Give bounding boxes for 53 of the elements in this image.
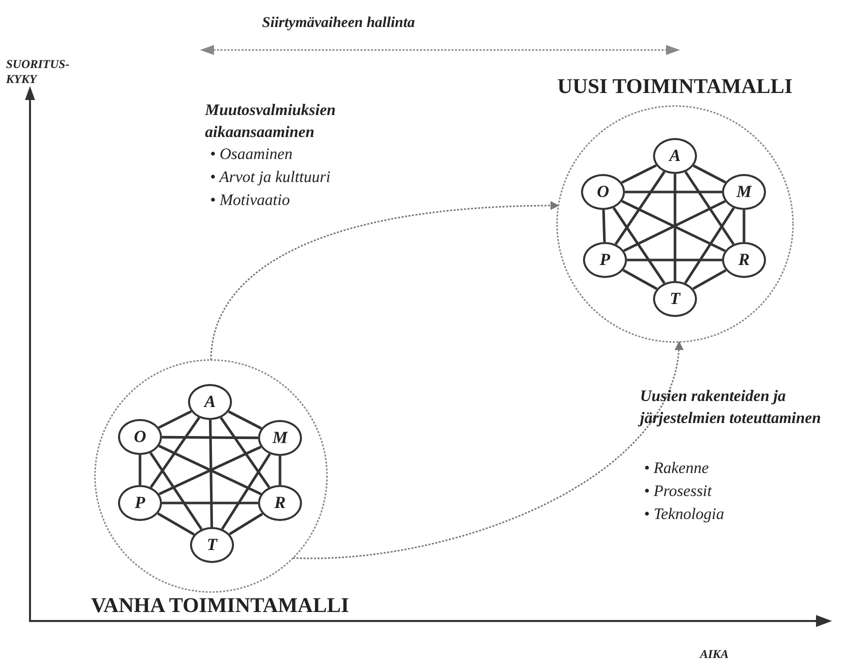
axis-label: AIKA	[700, 646, 729, 663]
connector-line	[208, 420, 214, 528]
connector-line	[612, 207, 666, 284]
letter-circle: A	[188, 384, 232, 420]
model-heading: UUSI TOIMINTAMALLI	[556, 74, 794, 99]
connector-line	[278, 456, 282, 485]
bullet-item: • Prosessit	[644, 482, 712, 502]
connector-line	[692, 269, 727, 290]
letter-circle: T	[653, 281, 697, 317]
connector-line	[221, 453, 271, 530]
axis-label: SUORITUS- KYKY	[6, 57, 70, 87]
connector-line	[742, 210, 746, 242]
bullet-item: • Teknologia	[644, 505, 724, 525]
letter-circle: R	[722, 242, 766, 278]
connector-line	[158, 410, 192, 429]
connector-line	[149, 452, 203, 530]
letter-circle: A	[653, 138, 697, 174]
section-heading: Uusien rakenteiden ja järjestelmien toteuttaminen	[640, 387, 822, 429]
connector-line	[622, 269, 658, 290]
letter-circle: P	[118, 485, 162, 521]
letter-circle: M	[258, 420, 302, 456]
bullet-item: • Rakenne	[644, 459, 709, 479]
connector-line	[220, 416, 270, 488]
connector-line	[692, 164, 726, 184]
title-label: Siirtymävaiheen hallinta	[262, 14, 415, 33]
connector-line	[621, 164, 657, 184]
connector-line	[625, 190, 722, 194]
letter-circle: P	[583, 242, 627, 278]
transition-arrow	[293, 341, 682, 559]
connector-line	[162, 436, 258, 440]
connector-line	[684, 171, 735, 245]
section-heading: Muutosvalmiuksien aikaansaaminen	[205, 101, 337, 143]
connector-line	[162, 502, 258, 504]
letter-circle: T	[190, 527, 234, 563]
bullet-item: • Osaaminen	[210, 145, 292, 165]
connector-line	[228, 512, 264, 536]
connector-line	[150, 416, 200, 488]
connector-line	[602, 210, 606, 242]
letter-circle: R	[258, 485, 302, 521]
letter-circle: O	[118, 419, 162, 455]
connector-line	[674, 174, 676, 281]
connector-line	[614, 171, 666, 245]
connector-line	[157, 512, 195, 536]
letter-circle: M	[722, 174, 766, 210]
transition-arrow	[210, 201, 560, 360]
connector-line	[138, 455, 142, 485]
letter-circle: O	[581, 174, 625, 210]
connector-line	[684, 207, 735, 284]
bullet-item: • Arvot ja kulttuuri	[210, 168, 330, 188]
connector-line	[228, 410, 262, 430]
connector-line	[627, 258, 722, 262]
bullet-item: • Motivaatio	[210, 191, 290, 211]
model-heading: VANHA TOIMINTAMALLI	[90, 593, 350, 618]
